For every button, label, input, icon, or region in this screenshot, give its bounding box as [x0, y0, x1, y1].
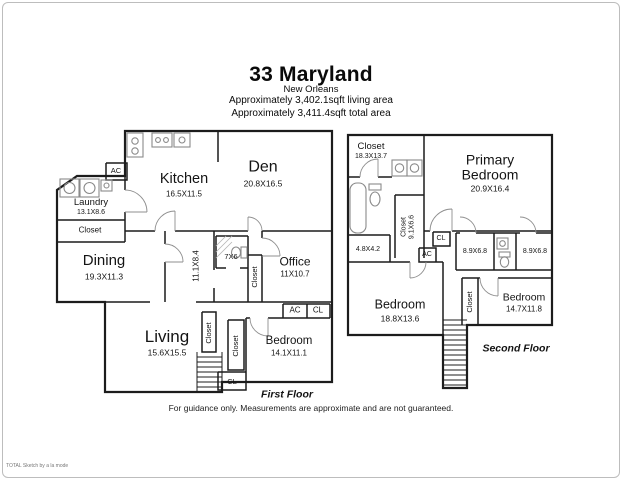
burner-icon — [163, 137, 169, 143]
vanity-sink-bowl-icon — [394, 163, 405, 173]
hall-bath-sink-bowl-icon — [499, 240, 506, 247]
first-floor-stairs — [196, 352, 223, 392]
office-closet-label: Closet — [249, 266, 259, 288]
vanity-sink-icon — [391, 159, 408, 177]
total-area-text: Approximately 3,411.4sqft total area — [231, 108, 391, 119]
room-label-primary-line1: Primary — [465, 151, 515, 168]
closet-left-dims-label: 8.9X6.8 — [462, 248, 488, 256]
fridge-icon — [126, 132, 144, 158]
room-label-living: Living — [144, 326, 190, 346]
second-floor-interior-walls — [348, 135, 552, 335]
toilet-tank-icon — [368, 183, 382, 191]
sink-bowl-icon — [131, 137, 139, 145]
ac-box-label: AC — [289, 305, 301, 315]
room-label-laundry: Laundry — [73, 196, 109, 208]
living-area-text: Approximately 3,402.1sqft living area — [229, 95, 393, 106]
second-floor-doors — [359, 158, 537, 297]
page-title: 33 Maryland — [249, 63, 373, 86]
closet-a-label: Closet — [203, 322, 213, 344]
hall-closet-dims: 9.1X6.6 — [408, 214, 415, 240]
sink-bowl-icon — [131, 147, 139, 155]
room-label-office: Office — [279, 254, 311, 269]
hall-closet-label: Closet 9.1X6.6 — [400, 215, 415, 239]
room-dims-kitchen: 16.5X11.5 — [166, 189, 202, 199]
hall-bath-sink-icon — [496, 237, 509, 250]
watermark-text: TOTAL Sketch by a la mode — [6, 463, 69, 469]
room-dims-office: 11X10.7 — [280, 269, 310, 279]
top-closet-label: Closet — [357, 140, 385, 152]
hall-dims-label: 11.1X8.4 — [191, 250, 201, 282]
shower-hatch — [215, 235, 233, 259]
disclaimer-text: For guidance only. Measurements are appr… — [168, 403, 454, 413]
kitchen-sink-icon — [173, 132, 191, 148]
toilet-tank-icon — [240, 246, 248, 259]
room-label-bedroom-left: Bedroom — [374, 297, 426, 312]
room-dims-den: 20.8X16.5 — [243, 178, 283, 189]
room-dims-bedroom-1f: 14.1X11.1 — [271, 348, 307, 358]
room-label-primary-line2: Bedroom — [461, 166, 519, 183]
vanity-sink-bowl-icon — [409, 163, 420, 173]
stove-icon — [151, 132, 173, 148]
first-floor-exterior-wall — [55, 129, 334, 394]
closet-strip-label: Closet — [464, 291, 474, 313]
cl-bottom-label: CL — [227, 376, 237, 386]
second-floor-fixtures — [349, 159, 511, 268]
dryer-drum-icon — [83, 181, 96, 195]
room-dims-laundry: 13.1X8.6 — [76, 209, 106, 217]
room-dims-bedroom-left: 18.8X13.6 — [380, 313, 420, 324]
door-arcs-second-floor — [359, 158, 537, 297]
kitchen-sink-bowl-icon — [178, 136, 186, 144]
bath-dims-label: 7X6 — [224, 251, 238, 261]
burner-icon — [155, 137, 161, 143]
room-label-kitchen: Kitchen — [159, 171, 209, 188]
room-dims-bedroom-right: 14.7X11.8 — [506, 304, 542, 314]
door-arcs-first-floor — [124, 189, 281, 337]
first-floor-label: First Floor — [261, 388, 313, 401]
second-floor-exterior-wall — [346, 133, 554, 390]
first-floor-fixtures — [59, 132, 248, 259]
room-label-den: Den — [248, 158, 278, 176]
laundry-sink-icon — [100, 179, 113, 192]
bathtub-icon — [349, 182, 367, 234]
vanity-sink-icon — [406, 159, 423, 177]
first-floor-doors — [124, 189, 281, 337]
hall-closet-name: Closet — [400, 217, 408, 237]
room-label-bedroom-right: Bedroom — [502, 291, 546, 304]
second-floor-stairs — [443, 319, 467, 386]
room-label-dining: Dining — [82, 251, 126, 269]
top-closet-dims: 18.3X13.7 — [355, 153, 387, 161]
laundry-closet-label: Closet — [78, 225, 102, 235]
room-dims-primary: 20.9X16.4 — [470, 183, 510, 194]
washer-icon — [59, 178, 80, 198]
ac-box-2f-label: AC — [422, 251, 432, 259]
dryer-icon — [79, 178, 100, 198]
laundry-sink-bowl-icon — [103, 182, 110, 189]
room-dims-living: 15.6X15.5 — [147, 347, 187, 358]
room-label-bedroom-1f: Bedroom — [265, 334, 313, 347]
room-dims-dining: 19.3X11.3 — [84, 271, 124, 282]
ac-upper-label: AC — [110, 165, 122, 175]
toilet-icon — [369, 191, 381, 207]
second-floor-label: Second Floor — [482, 342, 550, 355]
small-room-dims-label: 4.8X4.2 — [355, 246, 381, 254]
hall-toilet-icon — [499, 256, 510, 268]
cl-box-label: CL — [312, 305, 324, 315]
second-floor-walls — [346, 133, 554, 390]
cl-box-2f-label: CL — [436, 235, 446, 243]
washer-drum-icon — [63, 181, 76, 195]
page-subtitle: New Orleans — [283, 84, 339, 95]
closet-b-label: Closet — [230, 335, 240, 357]
closet-right-dims-label: 8.9X6.8 — [522, 248, 548, 256]
